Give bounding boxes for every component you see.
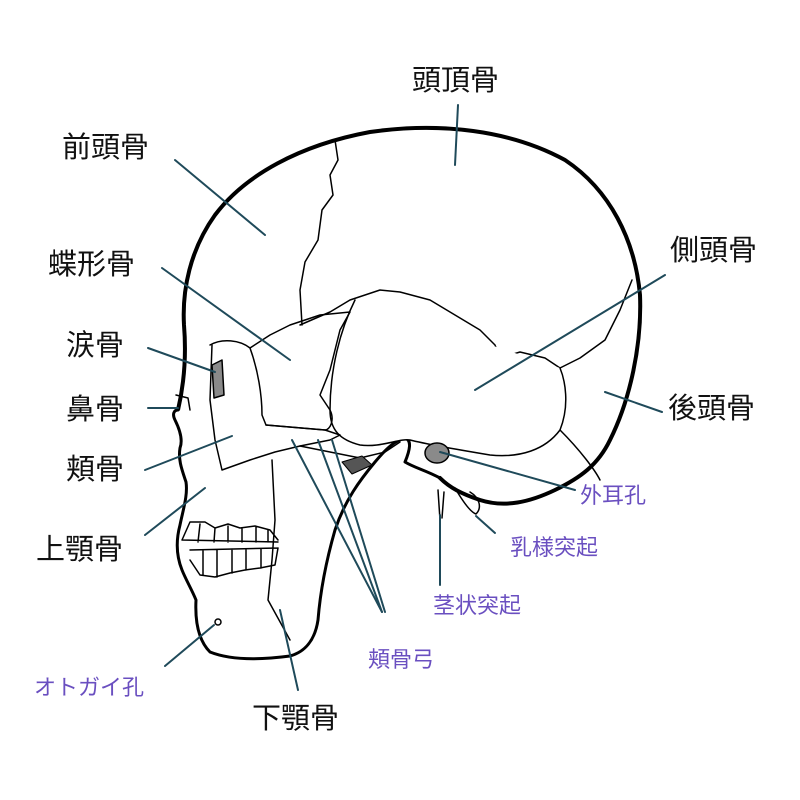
lacrimal-bone [211, 359, 225, 399]
leader-mastoid [475, 515, 496, 534]
label-zygomatic: 頬骨 [66, 452, 125, 486]
nasal-bone [175, 394, 191, 411]
external-ear-hole [424, 442, 450, 464]
orbit [209, 311, 351, 431]
face-outline [172, 408, 442, 661]
lower-teeth [189, 547, 279, 578]
label-temporal: 側頭骨 [670, 233, 758, 267]
leader-lacrimal [147, 347, 216, 373]
label-external-ear: 外耳孔 [580, 484, 647, 509]
leader-temporal [474, 274, 666, 391]
leader-arch-2 [317, 439, 383, 613]
label-styloid: 茎状突起 [433, 594, 522, 619]
label-mental-foramen: オトガイ孔 [34, 676, 145, 701]
label-sphenoid: 蝶形骨 [48, 247, 136, 281]
upper-teeth [181, 521, 279, 543]
leader-maxilla [144, 487, 206, 536]
coronal-suture [299, 139, 339, 326]
mandible-line [267, 459, 291, 641]
label-occipital: 後頭骨 [668, 391, 756, 425]
zygomatic-bone [209, 344, 341, 471]
label-zygomatic-arch: 頬骨弓 [368, 648, 435, 673]
arch-shade [341, 455, 373, 475]
label-frontal: 前頭骨 [62, 130, 150, 164]
leader-arch-1 [291, 439, 383, 613]
leader-parietal [454, 104, 459, 166]
squamous-suture [299, 279, 633, 369]
leader-sphenoid [161, 267, 291, 361]
leader-frontal [174, 159, 266, 236]
leader-mandible [279, 609, 299, 691]
label-lacrimal: 涙骨 [66, 328, 125, 362]
leader-occipital [604, 391, 663, 413]
occipital-suture [559, 429, 601, 481]
leader-arch-3 [331, 439, 386, 613]
mental-foramen [214, 618, 222, 626]
leader-zygomatic [144, 435, 233, 471]
leader-external-ear [439, 451, 576, 491]
mastoid-process [454, 487, 481, 515]
label-mastoid: 乳様突起 [510, 536, 599, 561]
leader-mental-foramen [164, 624, 215, 667]
label-maxilla: 上顎骨 [36, 532, 124, 566]
label-nasal: 鼻骨 [66, 392, 125, 426]
label-parietal: 頭頂骨 [412, 63, 500, 97]
label-mandible: 下顎骨 [252, 701, 340, 735]
